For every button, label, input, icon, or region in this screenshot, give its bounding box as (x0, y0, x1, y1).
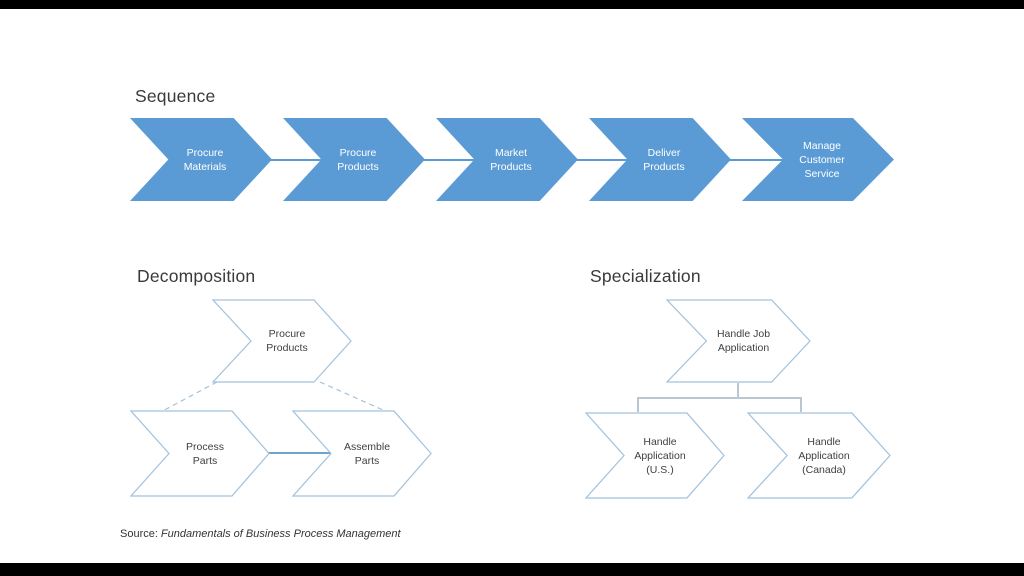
label-line: Application (798, 449, 850, 462)
label-line: Assemble (343, 440, 391, 453)
decomposition-heading: Decomposition (137, 266, 256, 286)
decomposition-child-label: Assemble Parts (292, 410, 432, 497)
decomposition-parent-label: Procure Products (212, 299, 352, 383)
chevron-outline-icon (292, 410, 432, 497)
label-line: Application (634, 449, 686, 462)
specialization-connector-stub-right (800, 397, 802, 412)
step-label-line: Customer (799, 153, 845, 166)
decomposition-sibling-connector-line (252, 452, 332, 454)
label-line: Handle (643, 435, 677, 448)
letterbox-bottom (0, 563, 1024, 576)
dashed-connector-right (319, 381, 393, 415)
label-line: Process (186, 440, 224, 453)
letterbox-top (0, 0, 1024, 9)
label-line: Procure (268, 328, 306, 340)
decomposition-child-process-parts: Process Parts (130, 410, 270, 497)
chevron-outline-icon (747, 412, 891, 499)
specialization-parent-chevron: Handle Job Application (666, 299, 811, 383)
chevron-outline-icon (666, 299, 811, 383)
step-label-line: Products (490, 160, 532, 173)
step-label-line: Products (337, 160, 379, 173)
label-line: (Canada) (802, 463, 846, 476)
specialization-child-us: Handle Application (U.S.) (585, 412, 725, 499)
step-label-line: Products (643, 160, 685, 173)
step-label-line: Service (804, 167, 840, 180)
step-label-line: Procure (186, 146, 224, 159)
label-line: Handle Job (716, 328, 771, 340)
specialization-child-label: Handle Application (U.S.) (585, 412, 725, 499)
label-line: Parts (192, 454, 218, 467)
decomposition-child-assemble-parts: Assemble Parts (292, 410, 432, 497)
decomposition-child-label: Process Parts (130, 410, 270, 497)
specialization-heading: Specialization (590, 266, 701, 286)
sequence-heading: Sequence (135, 86, 216, 106)
sequence-step-procure-materials: Procure Materials (130, 118, 272, 201)
specialization-connector-stem (737, 383, 739, 398)
dashed-connector-left (156, 381, 218, 415)
label-line: Parts (354, 454, 380, 467)
source-note: Source:Fundamentals of Business Process … (120, 528, 401, 540)
label-line: (U.S.) (646, 463, 674, 476)
source-prefix: Source: (120, 528, 158, 540)
label-line: Products (266, 342, 308, 354)
chevron-outline-icon (585, 412, 725, 499)
step-label-line: Deliver (647, 146, 681, 159)
decomposition-parent-chevron: Procure Products (212, 299, 352, 383)
specialization-child-canada: Handle Application (Canada) (747, 412, 891, 499)
decomposition-dashed-connectors (156, 381, 393, 415)
chevron-outline-icon (130, 410, 270, 497)
step-label-line: Manage (803, 139, 841, 152)
label-line: Handle (807, 435, 841, 448)
source-title: Fundamentals of Business Process Managem… (160, 528, 401, 540)
specialization-parent-label: Handle Job Application (666, 299, 811, 383)
step-label-line: Procure (339, 146, 377, 159)
specialization-connector-crossbar (637, 397, 801, 399)
label-line: Application (717, 342, 770, 354)
step-label-line: Materials (183, 160, 227, 173)
step-label-line: Market (494, 146, 528, 159)
specialization-child-label: Handle Application (Canada) (747, 412, 891, 499)
specialization-connector-stub-left (637, 397, 639, 412)
chevron-outline-icon (212, 299, 352, 383)
